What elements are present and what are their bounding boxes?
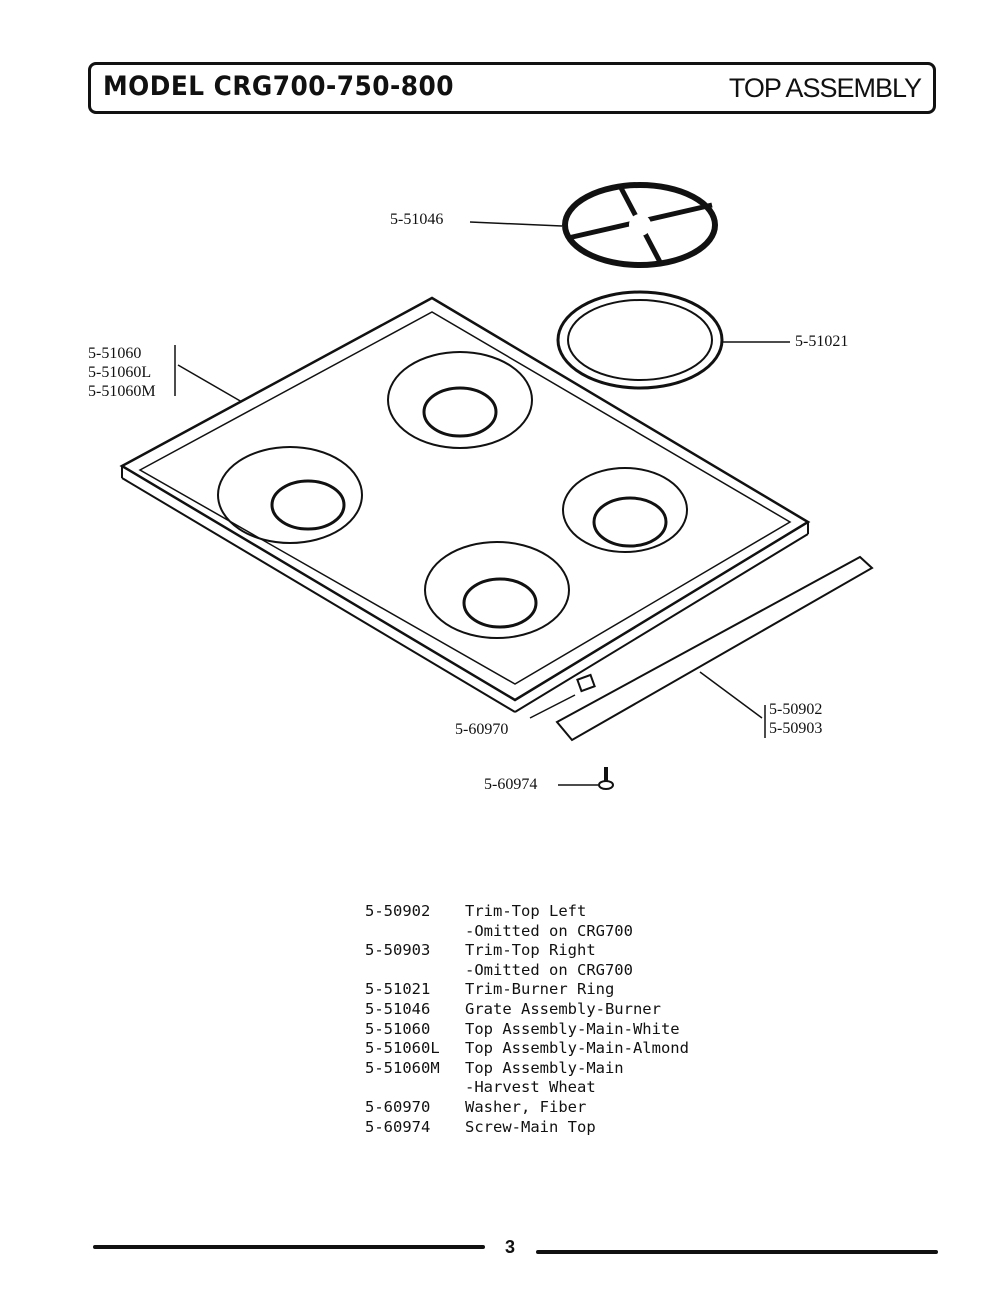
callout-trim: 5-50902 (769, 701, 823, 718)
part-number: 5-60974 (365, 1117, 431, 1136)
parts-row: -Omitted on CRG700 (365, 961, 689, 981)
parts-row: 5-60974 Screw-Main Top (365, 1118, 689, 1138)
part-description: Trim-Top Right (465, 941, 596, 960)
part-number (365, 961, 465, 981)
parts-row: 5-51046 Grate Assembly-Burner (365, 1000, 689, 1020)
model-title: MODEL CRG700-750-800 (103, 71, 455, 102)
callout-ring: 5-51021 (795, 333, 849, 350)
part-number (365, 922, 465, 942)
parts-row: 5-60970 Washer, Fiber (365, 1098, 689, 1118)
callout-top-main: 5-51060L (88, 364, 152, 381)
burner-wells (217, 351, 688, 639)
part-description: Trim-Top Left (465, 902, 587, 920)
part-description: Screw-Main Top (465, 1117, 596, 1136)
parts-row: -Harvest Wheat (365, 1078, 689, 1098)
footer-rule (93, 1245, 485, 1249)
part-number (365, 1078, 465, 1098)
part-description: Top Assembly-Main (465, 1058, 624, 1077)
callout-washer: 5-60970 (455, 721, 509, 738)
callout-grate: 5-51046 (390, 211, 444, 228)
parts-row: 5-50902 Trim-Top Left (365, 902, 689, 922)
part-number: 5-51046 (365, 999, 431, 1018)
part-number: 5-50903 (365, 941, 431, 960)
part-description: Washer, Fiber (465, 1097, 587, 1116)
part-number: 5-51060L (365, 1039, 440, 1058)
part-number: 5-50902 (365, 902, 431, 920)
callout-trim: 5-50903 (769, 720, 823, 737)
part-description: Top Assembly-Main-Almond (465, 1039, 689, 1058)
main-top (119, 296, 811, 713)
part-number: 5-51021 (365, 980, 431, 999)
callout-screw: 5-60974 (484, 776, 538, 793)
part-description: Top Assembly-Main-White (465, 1019, 680, 1038)
footer-rule (536, 1250, 938, 1254)
section-title: TOP ASSEMBLY (728, 73, 922, 103)
washer (576, 673, 596, 693)
part-number: 5-60970 (365, 1097, 431, 1116)
callout-top-main: 5-51060M (88, 383, 156, 400)
part-description: -Omitted on CRG700 (465, 960, 633, 979)
part-number: 5-51060 (365, 1019, 431, 1038)
burner-grate (562, 182, 718, 268)
page-number: 3 (505, 1237, 516, 1257)
parts-row: 5-51060 Top Assembly-Main-White (365, 1020, 689, 1040)
exploded-diagram (119, 182, 874, 790)
part-description: -Harvest Wheat (465, 1078, 596, 1097)
page-header: MODEL CRG700-750-800 TOP ASSEMBLY (88, 62, 936, 114)
parts-row: 5-51021 Trim-Burner Ring (365, 980, 689, 1000)
trim-strip (555, 555, 874, 742)
leader-lines (174, 221, 790, 786)
parts-row: -Omitted on CRG700 (365, 922, 689, 942)
parts-row: 5-51060M Top Assembly-Main (365, 1059, 689, 1079)
callout-top-main: 5-51060 (88, 345, 142, 362)
part-number: 5-51060M (365, 1058, 440, 1077)
parts-row: 5-51060L Top Assembly-Main-Almond (365, 1039, 689, 1059)
part-description: -Omitted on CRG700 (465, 921, 633, 940)
part-description: Trim-Burner Ring (465, 980, 615, 999)
burner-ring (556, 290, 724, 390)
screw-icon (598, 767, 614, 790)
parts-row: 5-50903 Trim-Top Right (365, 941, 689, 961)
part-description: Grate Assembly-Burner (465, 999, 661, 1018)
